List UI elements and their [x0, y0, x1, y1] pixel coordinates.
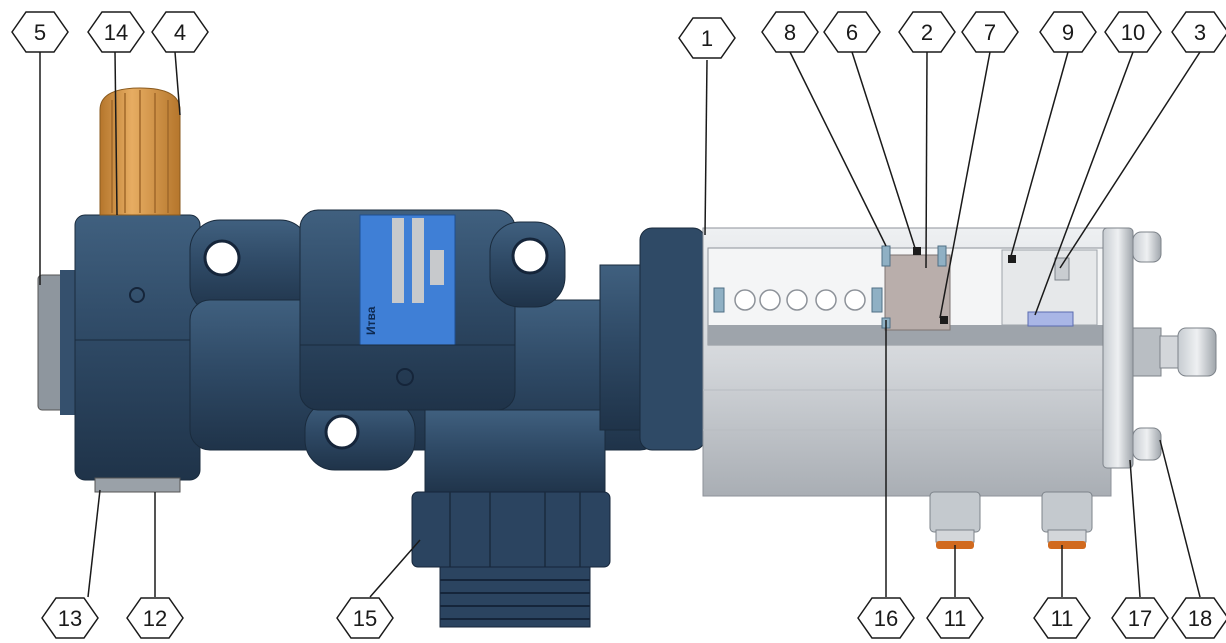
callout-hexagon [1171, 11, 1226, 53]
callout-hexagon [11, 11, 69, 53]
callout-label: 10 [1121, 20, 1145, 45]
callout-label: 11 [1051, 606, 1074, 631]
callout-c16: 16 [857, 597, 915, 639]
small-port [129, 287, 145, 303]
seal-ring-7 [937, 245, 947, 267]
callout-c11a: 11 [926, 597, 984, 639]
left-block [74, 214, 201, 481]
brand-text: Итва [364, 306, 378, 335]
callout-hexagon [41, 597, 99, 639]
stop-3 [1054, 257, 1070, 281]
callout-c15: 15 [336, 597, 394, 639]
inner-rod [708, 325, 1103, 345]
callout-label: 1 [701, 26, 713, 51]
callout-label: 12 [143, 606, 167, 631]
plate-bar-1 [392, 218, 404, 303]
end-cap [1102, 227, 1134, 469]
callout-hexagon [87, 11, 145, 53]
mount-hole-2 [511, 237, 549, 275]
washer-10 [1027, 311, 1074, 327]
bottom-fitting [94, 477, 181, 493]
callout-c9: 9 [1039, 11, 1097, 53]
callout-label: 4 [174, 20, 186, 45]
spring-seat-left [713, 287, 725, 313]
callout-hexagon [1171, 597, 1226, 639]
callout-label: 7 [984, 20, 996, 45]
plate-bar-2 [412, 218, 424, 303]
callout-hexagon [678, 17, 736, 59]
callout-hexagon [926, 597, 984, 639]
callout-label: 9 [1062, 20, 1074, 45]
callout-c1: 1 [678, 17, 736, 59]
cylinder-flange [639, 227, 706, 451]
adjust-screw-head [1177, 327, 1217, 377]
callout-hexagon [1033, 597, 1091, 639]
callout-hexagon [857, 597, 915, 639]
callout-c18: 18 [1171, 597, 1226, 639]
callout-hexagon [1111, 597, 1169, 639]
callout-label: 15 [353, 606, 377, 631]
bolt-top [1132, 231, 1162, 263]
fitting-11b [1041, 491, 1093, 549]
mount-hole-3 [324, 414, 360, 450]
bolt-bottom [1132, 427, 1162, 461]
callout-c12: 12 [126, 597, 184, 639]
oring-6 [913, 247, 921, 255]
callout-c2: 2 [898, 11, 956, 53]
callout-c17: 17 [1111, 597, 1169, 639]
callout-hexagon [823, 11, 881, 53]
callout-hexagon [336, 597, 394, 639]
seal-ring-8 [881, 245, 891, 267]
callout-label: 8 [784, 20, 796, 45]
spring-seat-right [871, 287, 883, 313]
callout-label: 5 [34, 20, 46, 45]
outlet-stem [424, 409, 606, 496]
fitting-11a [929, 491, 981, 549]
callout-label: 3 [1194, 20, 1206, 45]
oring-9 [1008, 255, 1016, 263]
callout-hexagon [126, 597, 184, 639]
callout-c13: 13 [41, 597, 99, 639]
adjust-knob [99, 87, 181, 216]
callout-label: 18 [1188, 606, 1212, 631]
callout-hexagon [898, 11, 956, 53]
plate-bar-3 [430, 250, 444, 285]
callout-label: 11 [944, 606, 967, 631]
callout-c14: 14 [87, 11, 145, 53]
callout-c11b: 11 [1033, 597, 1091, 639]
callout-hexagon [1039, 11, 1097, 53]
mount-hole-1 [203, 239, 241, 277]
actuator-cylinder [702, 227, 1217, 549]
callout-hexagon [761, 11, 819, 53]
valve-body: Итва [37, 87, 706, 628]
callout-label: 2 [921, 20, 933, 45]
callout-c10: 10 [1104, 11, 1162, 53]
oring-7 [940, 316, 948, 324]
leader-lines [39, 51, 1201, 598]
center-port [396, 368, 414, 386]
callout-c3: 3 [1171, 11, 1226, 53]
callout-hexagon [151, 11, 209, 53]
callout-hexagon [1104, 11, 1162, 53]
callout-label: 16 [874, 606, 898, 631]
threaded-outlet [439, 566, 591, 628]
callout-label: 17 [1128, 606, 1152, 631]
callout-c7: 7 [961, 11, 1019, 53]
callout-c8: 8 [761, 11, 819, 53]
adjust-screw-nut [1132, 327, 1162, 377]
callout-hexagon [961, 11, 1019, 53]
piston [884, 254, 951, 331]
callout-c4: 4 [151, 11, 209, 53]
callout-label: 13 [58, 606, 82, 631]
callout-label: 6 [846, 20, 858, 45]
spring [734, 289, 866, 311]
callout-c5: 5 [11, 11, 69, 53]
callout-label: 14 [104, 20, 128, 45]
callout-c6: 6 [823, 11, 881, 53]
